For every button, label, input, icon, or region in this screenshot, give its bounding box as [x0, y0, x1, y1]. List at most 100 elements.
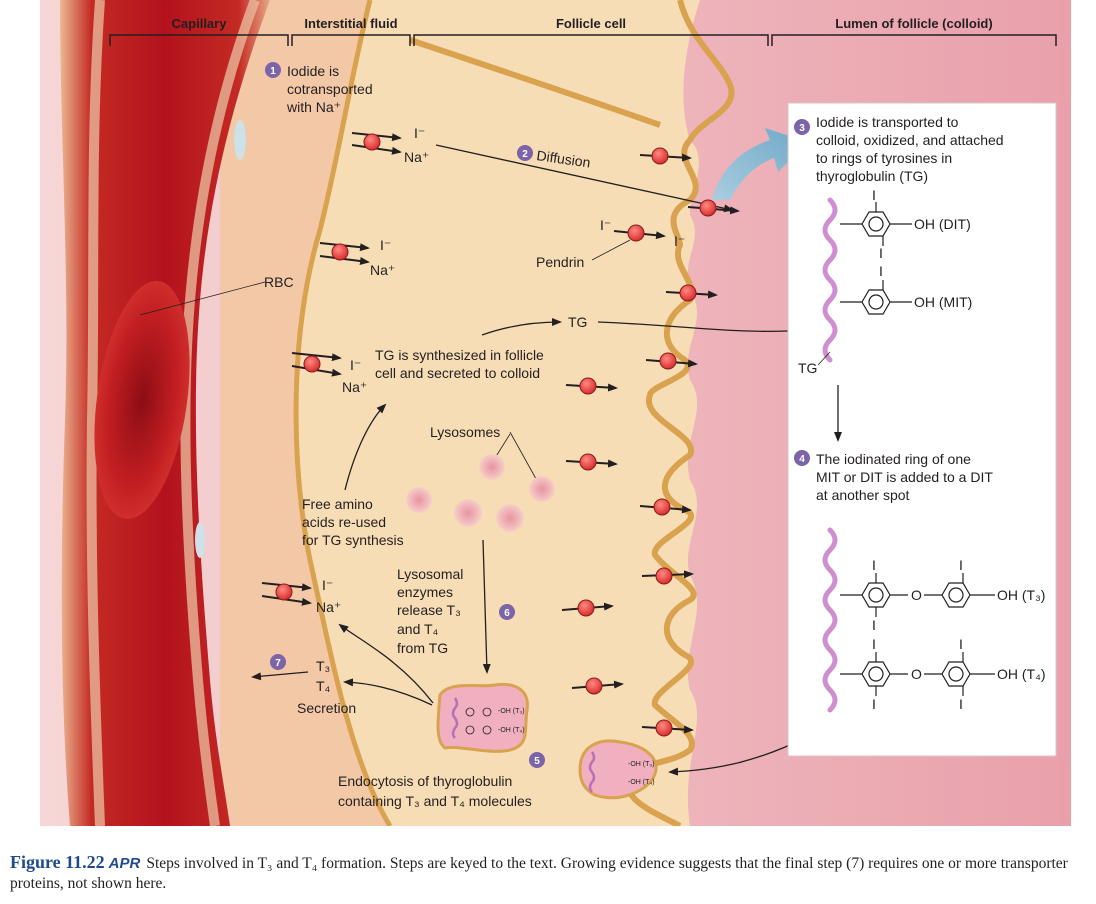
pendrin-channel — [613, 224, 666, 242]
svg-text:7: 7 — [275, 658, 281, 669]
lysosomes-label: Lysosomes — [430, 424, 500, 440]
endothelial-nucleus — [234, 120, 246, 160]
lysosome-fusion-arrow — [482, 539, 491, 674]
sodium-label: Na⁺ — [404, 149, 429, 165]
sodium-label: Na⁺ — [370, 262, 395, 278]
step-5-badge: 5 — [529, 752, 545, 768]
step-4-badge: 4 — [794, 450, 810, 466]
free-amino-text: Free amino — [302, 496, 373, 512]
rbc-pointer-line — [139, 281, 266, 316]
iodide-label: I⁻ — [350, 357, 361, 373]
cell-membrane-apical — [625, 0, 735, 826]
region-headers — [109, 34, 1057, 46]
follicle-cell-bracket — [413, 34, 769, 46]
red-blood-cell — [94, 281, 190, 519]
iodide-label: I⁻ — [414, 125, 425, 141]
t4-molecule — [840, 652, 995, 696]
sodium-label: Na⁺ — [316, 599, 341, 615]
iodide-label: I⁻ — [674, 233, 685, 249]
amino-recycle-arrow — [344, 403, 387, 491]
step-4-text: MIT or DIT is added to a DIT — [816, 469, 993, 485]
svg-text:5: 5 — [534, 756, 540, 767]
secretion-label: Secretion — [297, 700, 356, 716]
iodide-label: I⁻ — [380, 237, 391, 253]
interstitial-bracket — [291, 34, 411, 46]
t3-molecule — [840, 573, 995, 617]
i-label: I — [959, 557, 963, 573]
cell-membrane-basal — [293, 0, 393, 826]
na-iodide-symporter — [291, 352, 342, 377]
t3-t4-release-arrow — [343, 678, 433, 706]
oh-dit-label: OH (DIT) — [914, 216, 971, 232]
lysosome-pointer-line — [509, 431, 541, 487]
i-label: I — [872, 636, 876, 652]
oh-t3-label: OH (T₃) — [997, 587, 1045, 603]
apical-channel — [571, 677, 624, 695]
step-5-text: Endocytosis of thyroglobulin — [338, 773, 512, 789]
tg-label: TG — [568, 314, 587, 330]
step-3-text: Iodide is transported to — [816, 114, 959, 130]
endocytic-vesicle — [578, 739, 658, 800]
small-t4-label: -OH (T₄) — [628, 779, 655, 786]
lumen-header: Lumen of follicle (colloid) — [835, 16, 992, 31]
mini-ring — [465, 725, 475, 735]
svg-text:4: 4 — [799, 454, 805, 465]
tg-chain-small — [588, 751, 596, 793]
step-3-text: colloid, oxidized, and attached — [816, 132, 1004, 148]
small-t4-label: -OH (T₄) — [498, 727, 525, 734]
apical-channel — [639, 147, 692, 165]
figure-number: Figure 11.22 — [10, 852, 105, 872]
lysosomal-text: release T₃ — [397, 602, 461, 618]
rbc-label: RBC — [264, 274, 294, 290]
lysosome-pointer-line — [494, 433, 511, 459]
endothelial-nucleus — [195, 522, 205, 558]
free-amino-text: for TG synthesis — [302, 532, 404, 548]
tg-secretion-arrow — [481, 318, 562, 336]
step-4-text: The iodinated ring of one — [816, 451, 971, 467]
lysosome — [529, 476, 555, 502]
iodide-label: I⁻ — [600, 217, 611, 233]
lysosomal-text: from TG — [397, 640, 448, 656]
capillary-header: Capillary — [172, 16, 228, 31]
lumen-bracket — [771, 34, 1057, 46]
apical-channel — [641, 719, 694, 737]
apical-channel — [645, 352, 698, 370]
apical-channel — [641, 567, 694, 585]
mini-ring — [482, 707, 492, 717]
tg-pointer-line — [817, 351, 831, 366]
tg-synth-text: cell and secreted to colloid — [375, 365, 540, 381]
interstitial-region — [220, 0, 390, 826]
apical-channel — [561, 599, 614, 617]
step-1-text: cotransported — [287, 81, 373, 97]
t4-label: T₄ — [316, 678, 331, 694]
step-1-text: Iodide is — [287, 63, 339, 79]
tg-chain — [822, 197, 838, 363]
tg-synth-text: TG is synthesized in follicle — [375, 347, 544, 363]
tg-chain — [822, 527, 838, 713]
oh-mit-label: OH (MIT) — [914, 294, 972, 310]
dit-ring — [840, 202, 912, 246]
pendrin-pointer-line — [591, 239, 631, 261]
svg-text:2: 2 — [522, 149, 528, 160]
capillary-wall — [180, 0, 260, 826]
na-iodide-symporter — [261, 582, 312, 606]
thyroid-follicle-diagram: RBC Capillary Interstitial fluid Follicl… — [40, 0, 1071, 826]
step-2-badge: 2 — [517, 145, 533, 161]
tg-chain-label: TG — [798, 360, 817, 376]
o-label: O — [911, 666, 922, 682]
i-label: I — [879, 245, 883, 261]
i-label: I — [872, 557, 876, 573]
apical-channel — [565, 377, 618, 395]
i-label: I — [872, 617, 876, 633]
apical-channel — [639, 498, 692, 516]
svg-text:3: 3 — [799, 123, 805, 134]
transport-to-colloid-arrow — [712, 128, 808, 200]
i-label: I — [879, 263, 883, 279]
follicle-cell-header: Follicle cell — [556, 16, 626, 31]
o-label: O — [911, 587, 922, 603]
step-2-text: Diffusion — [536, 147, 592, 170]
step-6-badge: 6 — [499, 604, 515, 620]
pendrin-label: Pendrin — [536, 254, 584, 270]
lysosome — [406, 487, 432, 513]
